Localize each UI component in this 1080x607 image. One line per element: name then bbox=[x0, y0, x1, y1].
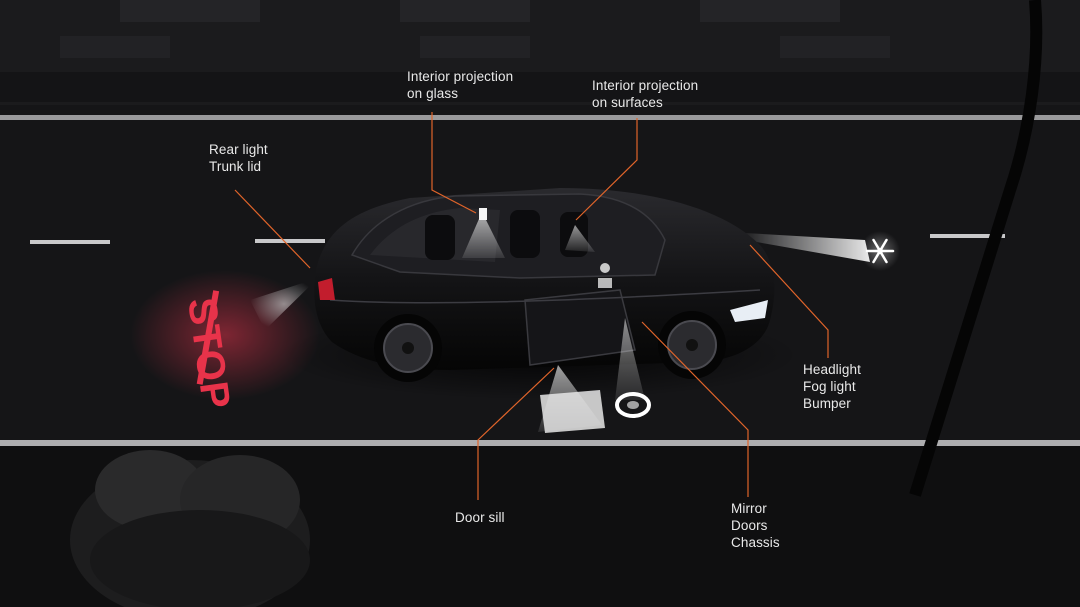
label-line: Rear light bbox=[209, 142, 268, 157]
door-sill-projection bbox=[540, 390, 605, 433]
label-line: Headlight bbox=[803, 362, 861, 377]
label-line: Doors bbox=[731, 518, 768, 533]
leader-door-sill bbox=[477, 367, 555, 500]
lane-line-bottom bbox=[0, 440, 1080, 446]
rear-wheel bbox=[374, 314, 442, 382]
interior-glass-beam bbox=[462, 212, 505, 258]
open-door bbox=[524, 289, 636, 366]
label-line: Interior projection bbox=[407, 69, 514, 84]
headlight-beam bbox=[745, 233, 870, 262]
leader-interior-surfaces bbox=[575, 118, 638, 221]
leader-interior-glass bbox=[431, 112, 477, 214]
label-line: Interior projection bbox=[592, 78, 699, 93]
label-line: Trunk lid bbox=[209, 159, 262, 174]
interior-glass-projector bbox=[479, 208, 487, 220]
lane-dash bbox=[930, 234, 1005, 238]
leader-headlight bbox=[749, 244, 829, 358]
label-door-sill: Door sill bbox=[455, 509, 505, 526]
interior-surface-beam bbox=[565, 225, 595, 252]
taillight bbox=[318, 278, 335, 300]
label-line: Chassis bbox=[731, 535, 780, 550]
snowflake-icon bbox=[860, 231, 900, 271]
lane-line-top bbox=[0, 115, 1080, 120]
label-interior-glass: Interior projection on glass bbox=[407, 68, 513, 102]
leader-rear bbox=[234, 189, 311, 269]
car bbox=[314, 188, 775, 382]
label-line: on surfaces bbox=[592, 95, 663, 110]
leader-mirror bbox=[641, 321, 749, 497]
label-line: Bumper bbox=[803, 396, 851, 411]
stop-line bbox=[196, 290, 220, 385]
street-lamp-pole bbox=[909, 0, 1043, 497]
label-rear-light: Rear light Trunk lid bbox=[209, 141, 268, 175]
label-mirror: Mirror Doors Chassis bbox=[731, 500, 780, 551]
lane-dash bbox=[255, 239, 325, 243]
label-line: Door sill bbox=[455, 510, 505, 525]
mirror-beam bbox=[615, 318, 645, 400]
rear-light-beam bbox=[250, 278, 318, 330]
front-wheel bbox=[658, 311, 726, 379]
building-backdrop bbox=[0, 0, 1080, 105]
bush bbox=[70, 450, 310, 607]
lane-dash bbox=[30, 240, 110, 244]
label-line: Fog light bbox=[803, 379, 856, 394]
headlight bbox=[730, 300, 768, 322]
label-line: on glass bbox=[407, 86, 459, 101]
leader-lines bbox=[234, 112, 829, 500]
label-interior-surfaces: Interior projection on surfaces bbox=[592, 77, 698, 111]
ring-logo-icon bbox=[615, 392, 651, 418]
label-headlight: Headlight Fog light Bumper bbox=[803, 361, 861, 412]
label-line: Mirror bbox=[731, 501, 767, 516]
